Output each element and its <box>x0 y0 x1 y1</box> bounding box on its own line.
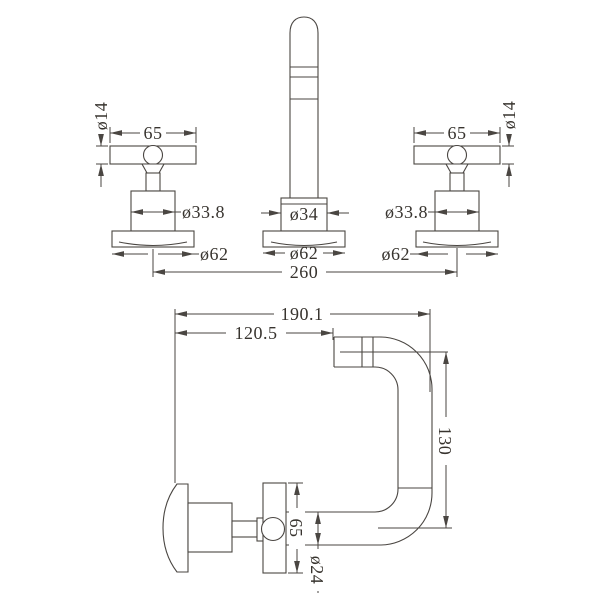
dim-outlet-reach: 120.5 <box>175 323 334 343</box>
dim-label: 120.5 <box>235 323 278 343</box>
spout-joint-lines <box>290 66 318 100</box>
dim-tube-diameter: ø24 <box>307 512 327 593</box>
dim-label: 260 <box>290 262 319 282</box>
right-flange-dish <box>422 241 492 247</box>
left-handle-flange <box>111 230 195 248</box>
left-handle-front <box>109 144 197 248</box>
dim-right-body-diameter: ø33.8 <box>385 202 479 222</box>
dim-overall-reach: 190.1 <box>174 304 431 483</box>
side-view: 190.1 120.5 130 65 <box>162 304 455 593</box>
dim-label: 190.1 <box>281 304 324 324</box>
dim-label: ø62 <box>200 244 229 264</box>
dim-left-body-diameter: ø33.8 <box>131 202 225 222</box>
right-handle-flange <box>415 230 499 248</box>
dim-spout-flange-diameter: ø62 <box>263 243 345 263</box>
dim-label: ø33.8 <box>182 202 225 222</box>
left-flange-dish <box>118 241 188 247</box>
spout-side <box>286 336 448 546</box>
spout-flange-dish <box>270 241 338 247</box>
dim-label: ø62 <box>290 243 319 263</box>
left-handle-body <box>130 190 176 232</box>
dim-label: 65 <box>448 123 467 143</box>
dim-label: ø14 <box>91 102 111 131</box>
right-handle-collar <box>445 163 469 174</box>
right-handle-stem <box>449 172 465 192</box>
left-handle-collar <box>141 163 165 174</box>
dim-label: ø24 <box>307 556 327 585</box>
dim-side-handle-length: 65 <box>286 482 306 574</box>
dim-right-handle-width: 65 <box>413 123 501 143</box>
dim-label: 65 <box>286 519 306 538</box>
right-handle-ball <box>446 144 468 166</box>
spout-tube <box>289 16 319 198</box>
right-handle-body <box>434 190 480 232</box>
tube-outer-edge <box>286 336 433 546</box>
handle-side <box>162 482 287 574</box>
dim-spout-neck-diameter: ø34 <box>261 204 349 224</box>
spout-flange <box>262 230 346 248</box>
spout-front <box>262 16 346 248</box>
handle-body-side <box>187 502 233 553</box>
dim-right-bar-diameter: ø14 <box>499 101 519 187</box>
dim-label: ø14 <box>499 101 519 130</box>
dim-left-flange-diameter: ø62 <box>112 244 229 264</box>
dim-spout-height: 130 <box>378 352 455 529</box>
dim-label: ø62 <box>382 244 411 264</box>
handle-ball-side <box>260 516 286 542</box>
left-handle-ball <box>142 144 164 166</box>
wall-flange-side <box>162 483 189 573</box>
right-handle-front <box>413 144 501 248</box>
dim-handle-spacing: 260 <box>152 248 458 282</box>
handle-stem-side <box>231 520 259 538</box>
left-handle-stem <box>145 172 161 192</box>
tube-inner-edge <box>286 366 399 513</box>
dim-label: ø34 <box>290 204 319 224</box>
front-view: 65 ø14 ø33.8 ø62 ø34 <box>91 16 519 282</box>
dim-right-flange-diameter: ø62 <box>382 244 498 264</box>
dim-left-handle-width: 65 <box>109 123 197 143</box>
dim-label: ø33.8 <box>385 202 428 222</box>
dim-label: 65 <box>144 123 163 143</box>
dim-left-bar-diameter: ø14 <box>91 102 111 187</box>
dim-label: 130 <box>435 427 455 456</box>
